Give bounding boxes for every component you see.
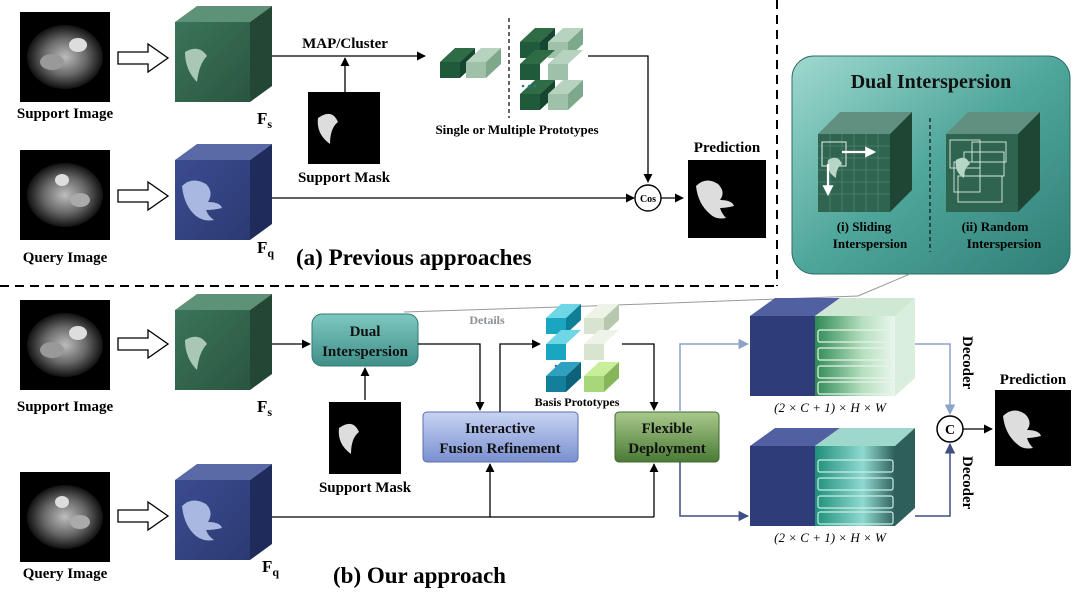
prediction-image-top (688, 160, 766, 238)
dual-interspersion-title: Dual Interspersion (851, 71, 1012, 93)
dim-label-bottom: (2 × C + 1) × H × W (774, 530, 887, 545)
sliding-label-2: Interspersion (833, 236, 908, 251)
support-mask-label-top: Support Mask (298, 170, 391, 186)
support-image-label-bottom: Support Image (17, 399, 114, 415)
fq-label-bottom: Fq (262, 557, 279, 579)
fq-label-top: Fq (257, 238, 274, 260)
prediction-image-bottom (995, 390, 1071, 466)
flex-line1: Flexible (642, 421, 693, 437)
prototype-to-cos-arrow (588, 55, 653, 183)
dim-label-top: (2 × C + 1) × H × W (774, 400, 887, 415)
hollow-arrow-icon (117, 180, 170, 212)
support-mask-top (308, 92, 380, 164)
prototype-blocks-top (440, 18, 583, 118)
support-feature-cube-bottom (175, 294, 272, 390)
dual-box-line1: Dual (350, 324, 381, 340)
flexible-deployment-button[interactable]: Flexible Deployment (614, 411, 720, 463)
random-label-2: Interspersion (967, 236, 1042, 251)
query-feature-cube-top (175, 144, 272, 240)
sliding-label-1: (i) Sliding (837, 219, 892, 234)
basis-prototypes (546, 304, 619, 392)
random-label-1: (ii) Random (962, 219, 1029, 234)
hollow-arrow-icon (117, 500, 170, 532)
query-image-top (20, 150, 110, 240)
details-label: Details (469, 313, 505, 327)
map-cluster-label: MAP/Cluster (302, 36, 388, 52)
dual-box-line2: Interspersion (322, 344, 408, 360)
interactive-fusion-refinement-button[interactable]: Interactive Fusion Refinement (422, 411, 579, 463)
cos-label: Cos (640, 194, 656, 205)
concat-label: C (945, 423, 955, 438)
support-image-label-top: Support Image (17, 106, 114, 122)
query-image-label-bottom: Query Image (23, 566, 108, 582)
prediction-label-top: Prediction (694, 140, 761, 156)
query-feature-cube-bottom (175, 464, 272, 560)
section-title-a: (a) Previous approaches (296, 245, 532, 270)
fs-label-bottom: Fs (257, 397, 272, 419)
prediction-label-bottom: Prediction (1000, 372, 1067, 388)
support-mask-bottom (329, 402, 401, 474)
section-title-b: (b) Our approach (333, 563, 506, 588)
basis-prototypes-label: Basis Prototypes (535, 395, 620, 409)
sliding-interspersion-cube (818, 112, 912, 212)
hollow-arrow-icon (117, 42, 170, 74)
decoder-label-top: Decoder (959, 336, 975, 390)
support-feature-cube-top (175, 6, 272, 102)
query-image-label-top: Query Image (23, 250, 108, 266)
output-stack-bottom (750, 428, 915, 526)
flex-line2: Deployment (628, 441, 706, 457)
query-image-bottom (20, 472, 110, 562)
prototypes-label-top: Single or Multiple Prototypes (435, 122, 598, 137)
ifr-line1: Interactive (465, 421, 535, 437)
fs-label-top: Fs (257, 109, 272, 131)
hollow-arrow-icon (117, 328, 170, 360)
decoder-label-bottom: Decoder (959, 456, 975, 510)
dual-interspersion-button[interactable]: Dual Interspersion (311, 313, 419, 367)
dual-interspersion-panel (791, 55, 1071, 275)
support-mask-label-bottom: Support Mask (319, 480, 412, 496)
support-image-top (20, 12, 110, 102)
ifr-line2: Fusion Refinement (439, 441, 560, 457)
output-stack-top (750, 298, 915, 396)
support-image-bottom (20, 300, 110, 390)
random-interspersion-cube (946, 112, 1040, 212)
